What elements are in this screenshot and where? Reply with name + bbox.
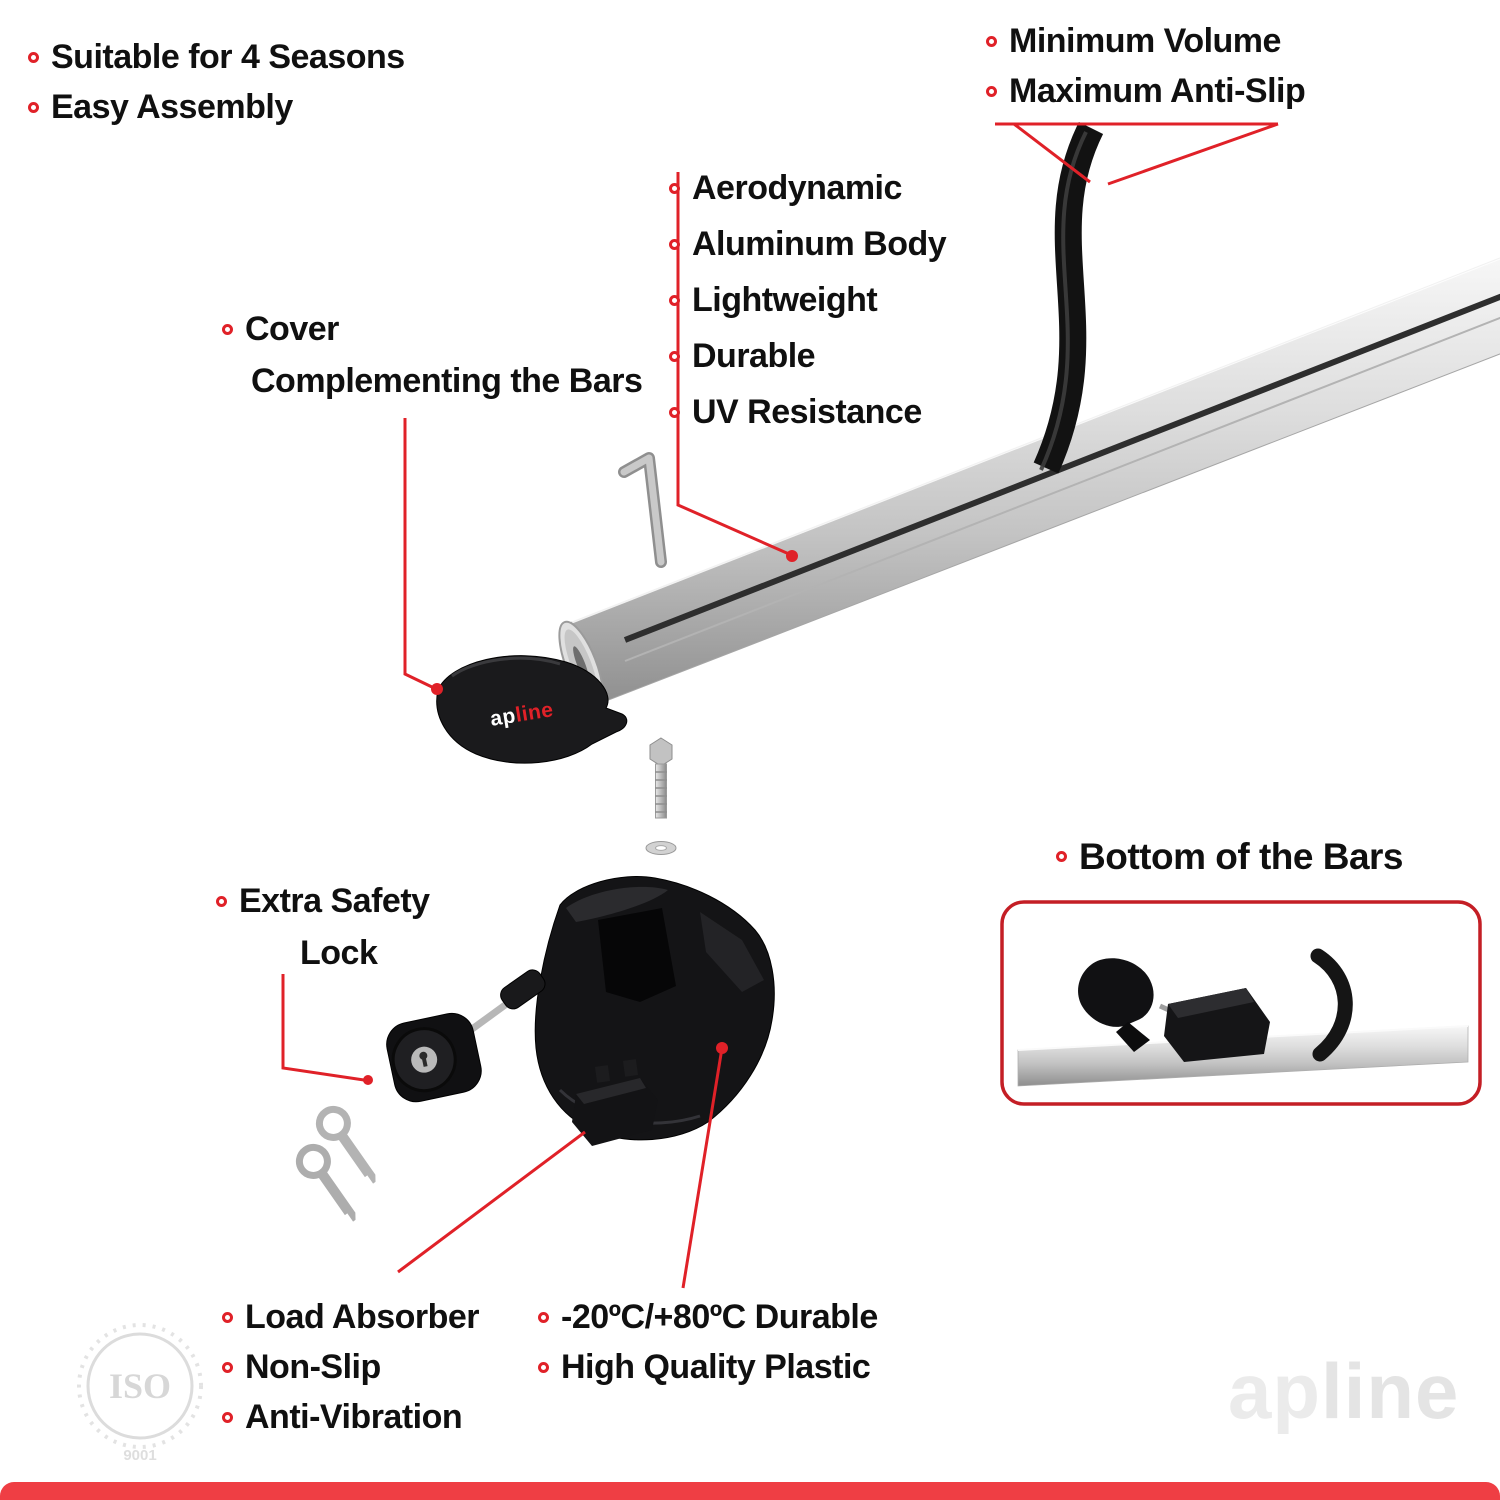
bullet-icon	[538, 1311, 549, 1323]
callout-text: Complementing the Bars	[251, 362, 643, 400]
bullet-icon	[1056, 851, 1067, 862]
feature-label: Maximum Anti-Slip	[1009, 72, 1306, 110]
feature-item: Suitable for 4 Seasons	[28, 40, 405, 74]
feature-item: -20ºC/+80ºC Durable	[538, 1300, 878, 1334]
top-right-features: Minimum Volume Maximum Anti-Slip	[986, 24, 1306, 110]
bolt-illustration	[649, 737, 673, 819]
bullet-icon	[669, 406, 680, 418]
bottom-mid-features: -20ºC/+80ºC Durable High Quality Plastic	[538, 1300, 878, 1384]
bullet-icon	[28, 51, 39, 63]
bullet-icon	[222, 323, 233, 335]
washer-illustration	[645, 841, 677, 855]
feature-label: Suitable for 4 Seasons	[51, 38, 405, 76]
bullet-icon	[669, 350, 680, 362]
feature-label: Aluminum Body	[692, 225, 947, 263]
callout-text: Bottom of the Bars	[1079, 836, 1404, 877]
feature-label: Non-Slip	[245, 1348, 381, 1386]
bullet-icon	[222, 1411, 233, 1423]
callout-text: Extra Safety	[239, 882, 430, 920]
feature-label: Aerodynamic	[692, 169, 902, 207]
callout-line2: Lock	[216, 936, 430, 970]
feature-item: Aerodynamic	[669, 160, 946, 216]
feature-label: UV Resistance	[692, 393, 922, 431]
bullet-icon	[669, 238, 680, 250]
feature-item: Non-Slip	[222, 1350, 479, 1384]
feature-label: -20ºC/+80ºC Durable	[561, 1298, 878, 1336]
keys-illustration	[295, 1105, 376, 1222]
footer-accent-band	[0, 1482, 1500, 1500]
bullet-icon	[986, 35, 997, 47]
rubber-strip-illustration	[1033, 121, 1104, 474]
feature-item: High Quality Plastic	[538, 1350, 878, 1384]
feature-label: Lightweight	[692, 281, 878, 319]
feature-label: Durable	[692, 337, 816, 375]
iso-badge-watermark: ISO 9001	[77, 1323, 203, 1464]
callout-text: Lock	[300, 934, 378, 972]
top-left-features: Suitable for 4 Seasons Easy Assembly	[28, 40, 405, 124]
bullet-icon	[216, 895, 227, 907]
bullet-icon	[28, 101, 39, 113]
feature-item: UV Resistance	[669, 384, 946, 440]
feature-item: Load Absorber	[222, 1298, 480, 1336]
iso-subtitle: 9001	[123, 1447, 156, 1464]
brand-prefix: ap	[488, 704, 518, 731]
callout-line1: Extra Safety	[216, 884, 430, 918]
bullet-icon	[538, 1361, 549, 1373]
brand-prefix: ap	[1228, 1347, 1322, 1435]
load-absorber-illustration	[572, 1059, 658, 1146]
bullet-icon	[669, 294, 680, 306]
bottom-bars-label: Bottom of the Bars	[1056, 836, 1404, 877]
allen-key-illustration	[618, 452, 667, 568]
bullet-icon	[669, 182, 680, 194]
feature-label: Anti-Vibration	[245, 1398, 463, 1436]
foot-bracket-illustration	[534, 876, 775, 1141]
feature-item: Lightweight	[669, 272, 946, 328]
feature-item: Durable	[669, 328, 946, 384]
feature-item: Anti-Vibration	[222, 1400, 479, 1434]
cover-callout-label: Cover Complementing the Bars	[222, 312, 643, 400]
brand-watermark: apline	[1228, 1352, 1459, 1430]
feature-item: Aluminum Body	[669, 216, 947, 272]
cover-illustration	[436, 655, 628, 764]
feature-label: Load Absorber	[245, 1298, 480, 1336]
callout-text: Cover	[245, 310, 339, 348]
callout-dots	[363, 550, 798, 1085]
callout-lines	[281, 122, 1279, 1289]
bullet-icon	[222, 1361, 233, 1373]
feature-item: Minimum Volume	[986, 24, 1305, 58]
callout-line1: Cover	[222, 312, 642, 346]
bullet-icon	[222, 1311, 233, 1323]
bottom-left-features: Load Absorber Non-Slip Anti-Vibration	[222, 1298, 480, 1434]
feature-label: Minimum Volume	[1009, 22, 1281, 60]
brand-suffix: line	[1321, 1347, 1460, 1435]
bar-features-list: Aerodynamic Aluminum Body Lightweight Du…	[669, 160, 947, 440]
feature-label: High Quality Plastic	[561, 1348, 871, 1386]
feature-item: Maximum Anti-Slip	[986, 72, 1306, 110]
lock-callout-label: Extra Safety Lock	[216, 884, 430, 970]
callout-line2: Complementing the Bars	[222, 362, 643, 400]
callout-line1: Bottom of the Bars	[1056, 836, 1404, 877]
feature-label: Easy Assembly	[51, 88, 293, 126]
feature-item: Easy Assembly	[28, 90, 405, 124]
iso-title: ISO	[109, 1366, 171, 1406]
bottom-bars-box	[1000, 900, 1482, 1106]
bullet-icon	[986, 85, 997, 97]
safety-lock-illustration	[295, 969, 546, 1222]
